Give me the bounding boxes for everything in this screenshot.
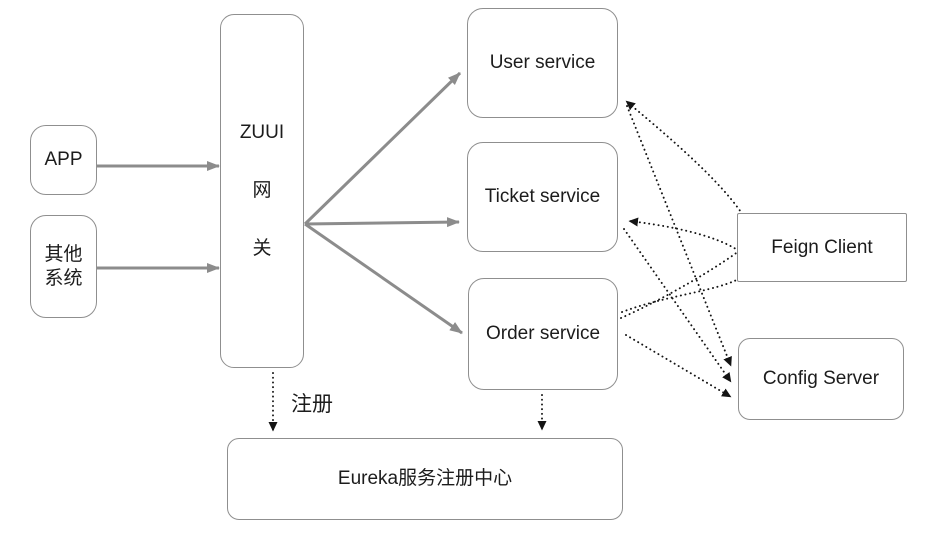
node-other-system-line1: 其他 <box>44 243 83 265</box>
node-config-server-label: Config Server <box>762 368 880 390</box>
node-zuul-line2: 网 <box>252 180 272 202</box>
node-ticket-service: Ticket service <box>467 142 618 252</box>
edge-order-via-feign-to-ticket <box>620 217 741 319</box>
edge-label-register: 注册 <box>291 393 333 416</box>
node-app: APP <box>30 125 97 195</box>
node-eureka-registry: Eureka服务注册中心 <box>227 438 623 520</box>
node-ticket-service-label: Ticket service <box>484 186 601 208</box>
node-user-service-label: User service <box>489 52 596 74</box>
edge-zuul-to-user-service <box>303 71 462 226</box>
node-zuul-line3: 关 <box>252 237 272 259</box>
edge-zuul-to-ticket-service <box>304 217 460 228</box>
node-zuul-gateway: ZUUI 网 关 <box>220 14 304 368</box>
edge-zuul-to-order-service <box>304 222 463 335</box>
node-order-service-label: Order service <box>485 323 601 345</box>
node-feign-client: Feign Client <box>737 213 907 282</box>
node-zuul-line1: ZUUI <box>239 122 285 144</box>
node-eureka-registry-label: Eureka服务注册中心 <box>337 468 513 490</box>
node-order-service: Order service <box>468 278 618 390</box>
node-app-label: APP <box>44 149 83 171</box>
node-other-system: 其他 系统 <box>30 215 97 318</box>
edge-user-to-config-server <box>626 105 732 367</box>
node-feign-client-label: Feign Client <box>771 236 873 258</box>
node-user-service: User service <box>467 8 618 118</box>
node-config-server: Config Server <box>738 338 904 420</box>
edge-order-to-config-server <box>625 334 732 398</box>
node-other-system-line2: 系统 <box>44 267 83 289</box>
edge-ticket-to-config-server <box>623 228 732 383</box>
